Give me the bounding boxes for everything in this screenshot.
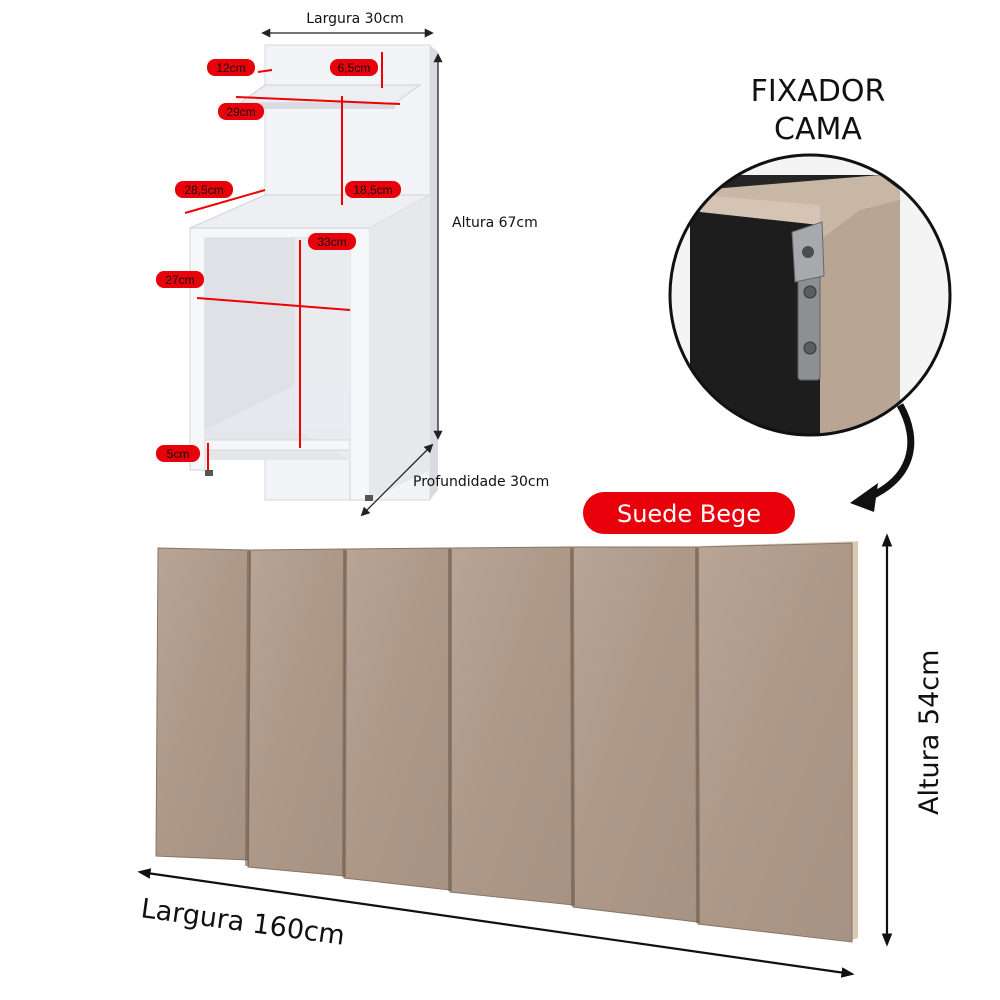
tag-shelf-width: 29cm [218, 103, 264, 120]
height-label: Altura 67cm [452, 215, 538, 231]
tag-top-depth: 28,5cm [175, 181, 233, 198]
tag-shelf-depth: 12cm [207, 59, 255, 76]
tag-niche-height: 27cm [156, 271, 204, 288]
headboard-panel-1 [155, 547, 251, 861]
tag-back-height: 18,5cm [345, 181, 401, 198]
svg-text:28,5cm: 28,5cm [184, 183, 223, 197]
headboard-panel-5 [571, 546, 699, 923]
nightstand-red-measure-lines [184, 52, 401, 470]
headboard-height-label: Altura 54cm [914, 650, 945, 815]
headboard-panel-4 [449, 546, 574, 906]
depth-label: Profundidade 30cm [413, 474, 549, 490]
fixer-title-line1: FIXADOR [751, 74, 886, 109]
magnifier-circle [668, 153, 952, 437]
headboard-panel-6 [696, 542, 853, 943]
headboard-dimension-arrows [137, 533, 893, 978]
tag-niche-width: 33cm [308, 233, 356, 250]
suede-badge: Suede Bege [583, 492, 795, 534]
width-label: Largura 30cm [306, 11, 404, 27]
curved-pointer-arrow [850, 403, 915, 512]
svg-text:27cm: 27cm [165, 273, 194, 287]
metal-bracket [791, 221, 825, 381]
nightstand-dimension-arrows [261, 28, 443, 517]
tag-foot: 5cm [156, 445, 200, 462]
fixer-detail-photo [668, 153, 952, 437]
headboard-panel-2 [247, 548, 346, 877]
svg-text:5cm: 5cm [167, 447, 190, 461]
headboard [155, 541, 858, 943]
tag-shelf-height: 6,5cm [330, 59, 378, 76]
headboard-width-label: Largura 160cm [139, 893, 347, 952]
red-dimension-tags: 12cm 6,5cm 29cm 28,5cm 18,5cm 33cm 27cm … [156, 59, 401, 462]
fixer-title-line2: CAMA [774, 112, 862, 147]
svg-text:33cm: 33cm [317, 235, 346, 249]
headboard-panel-3 [343, 547, 451, 891]
svg-text:12cm: 12cm [216, 61, 245, 75]
svg-text:6,5cm: 6,5cm [338, 61, 371, 75]
svg-text:18,5cm: 18,5cm [353, 183, 392, 197]
svg-text:29cm: 29cm [226, 105, 255, 119]
svg-text:Suede Bege: Suede Bege [617, 500, 761, 528]
